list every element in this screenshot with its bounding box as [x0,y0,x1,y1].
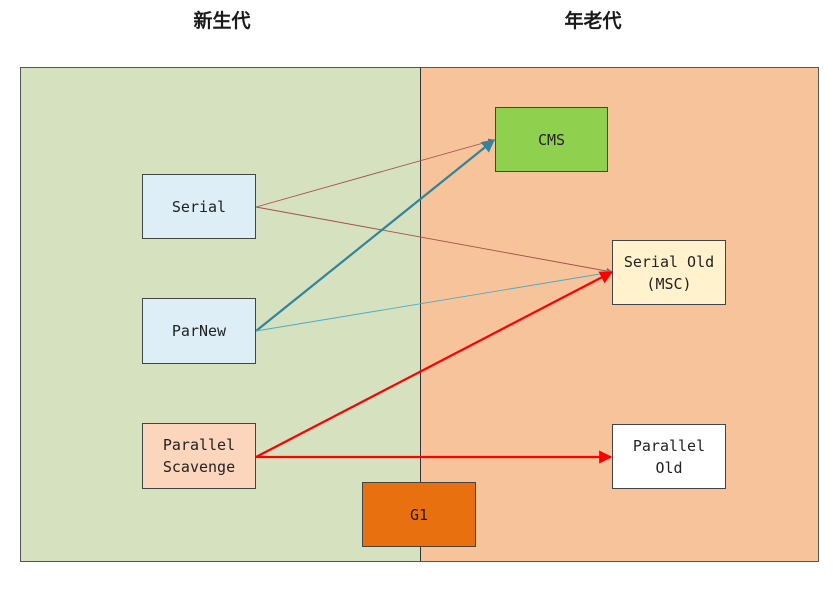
cms-collector-box: CMS [495,107,608,172]
parnew-collector-box: ParNew [142,298,256,364]
serial-collector-box: Serial [142,174,256,239]
parallel-scavenge-collector-box: Parallel Scavenge [142,423,256,489]
g1-collector-box: G1 [362,482,476,547]
parallel-old-collector-box: Parallel Old [612,424,726,489]
serial-old-collector-box: Serial Old (MSC) [612,240,726,305]
old-generation-heading: 年老代 [564,10,622,32]
young-generation-heading: 新生代 [193,10,251,32]
